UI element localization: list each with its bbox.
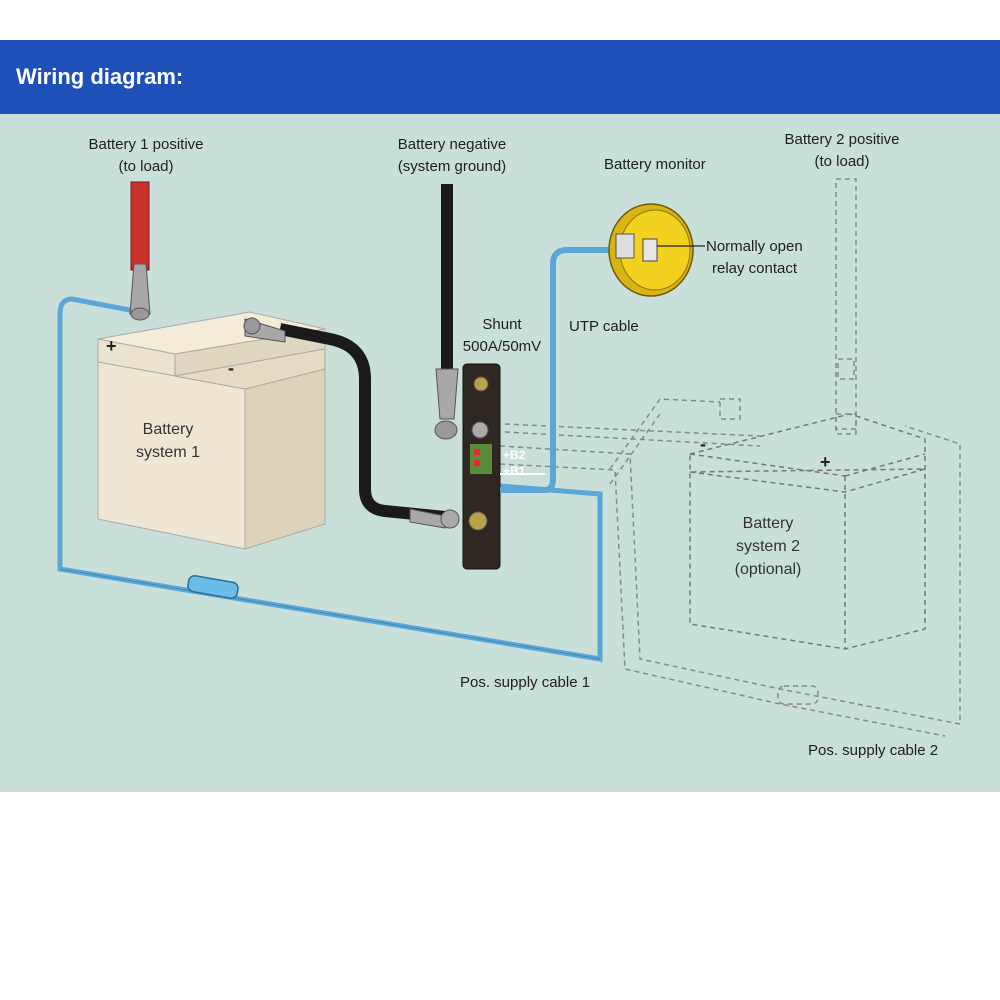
battery-1-positive-cable [129, 181, 151, 321]
battery-monitor-label: Battery monitor [604, 156, 706, 173]
page-title: Wiring diagram: [16, 64, 184, 89]
battery-2-minus-terminal: - [700, 434, 706, 454]
pos-supply-cable-2 [499, 178, 961, 737]
battery-1-minus-terminal: - [228, 358, 234, 378]
battery-1-positive-label: Battery 1 positive(to load) [88, 136, 204, 175]
pos-supply-cable-1-label: Pos. supply cable 1 [460, 674, 591, 691]
battery-monitor [608, 203, 705, 297]
shunt-b2-label: +B2 [503, 448, 526, 462]
pos-supply-cable-1 [57, 296, 603, 662]
header-bar: Wiring diagram: [0, 40, 1000, 114]
battery-negative-label: Battery negative(system ground) [397, 136, 507, 175]
utp-cable-label: UTP cable [569, 318, 639, 335]
battery-2-positive-label: Battery 2 positive(to load) [784, 131, 900, 170]
battery-1-plus-terminal: + [106, 336, 117, 356]
battery-system-1 [97, 311, 326, 550]
pos-supply-cable-2-label: Pos. supply cable 2 [808, 742, 939, 759]
shunt-b1-label: +B1 [503, 464, 526, 478]
inline-fuse [187, 574, 239, 600]
system-ground-cable [434, 184, 459, 440]
shunt [440, 363, 501, 570]
battery-2-plus-terminal: + [820, 452, 831, 472]
battery-1-negative-cable [278, 323, 446, 523]
wiring-diagram [57, 178, 961, 737]
utp-cable [500, 247, 610, 493]
